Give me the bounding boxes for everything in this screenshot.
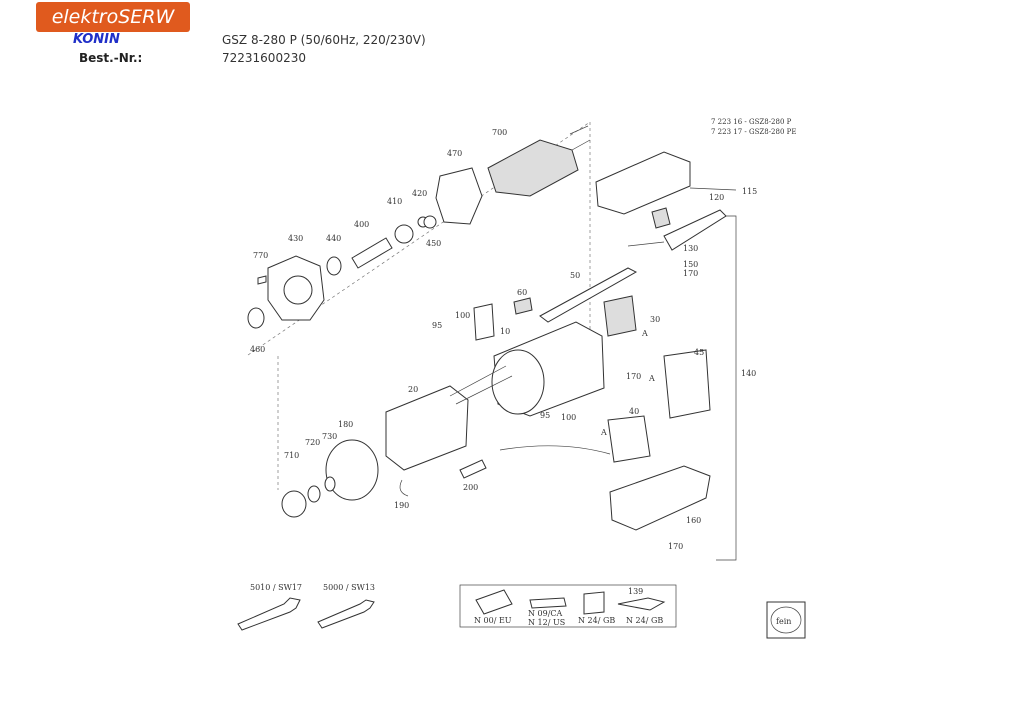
wrench-label-sw13: 5000 / SW13	[323, 583, 375, 592]
wrench-label-sw17: 5010 / SW17	[250, 583, 302, 592]
part-label-45: 45	[694, 348, 704, 357]
part-label-150: 150	[683, 260, 698, 269]
plug-label-n12: N 12/ US	[528, 618, 565, 627]
screw-770-part	[257, 275, 267, 285]
part-label-100-a: 100	[455, 311, 470, 320]
part-label-170-a: 170	[683, 269, 698, 278]
part-label-170-c: 170	[668, 542, 683, 551]
part-label-40: 40	[629, 407, 639, 416]
fan-guide-180-part	[325, 439, 379, 501]
cable-connection-wire	[499, 445, 611, 455]
part-label-730: 730	[322, 432, 337, 441]
nut-460-part	[247, 307, 265, 329]
part-label-700: 700	[492, 128, 507, 137]
part-label-420: 420	[412, 189, 427, 198]
part-label-a-3: A	[600, 428, 607, 437]
seal-440-part	[326, 256, 342, 276]
switch-45-part	[663, 349, 711, 419]
part-label-180: 180	[338, 420, 353, 429]
handle-160-part	[609, 465, 711, 531]
part-label-440: 440	[326, 234, 341, 243]
fein-logo-icon	[766, 601, 806, 639]
wrench-sw17-icon	[237, 597, 301, 631]
part-label-60: 60	[517, 288, 527, 297]
part-label-50: 50	[570, 271, 580, 280]
model-title: GSZ 8-280 P (50/60Hz, 220/230V)	[222, 33, 426, 47]
part-label-450: 450	[426, 239, 441, 248]
power-plug-box	[459, 584, 677, 628]
cable-130-wire	[627, 241, 665, 247]
part-label-130: 130	[683, 244, 698, 253]
switch-rod-50-part	[539, 267, 638, 323]
cover-115-part	[595, 151, 691, 215]
part-label-100-b: 100	[561, 413, 576, 422]
electronics-30-part	[603, 295, 637, 337]
part-label-95-a: 95	[432, 321, 442, 330]
best-nr-label: Best.-Nr.:	[79, 51, 143, 65]
part-label-115: 115	[742, 187, 757, 196]
ring-720-part	[307, 485, 321, 503]
gear-housing-part	[267, 255, 325, 321]
part-label-410: 410	[387, 197, 402, 206]
bush-730-part	[324, 476, 336, 492]
logo-city: KONIN	[73, 32, 120, 47]
wire-190-part	[399, 479, 409, 497]
part-label-10: 10	[500, 327, 510, 336]
motor-housing-10-part	[491, 321, 605, 417]
brush-60-part	[513, 297, 533, 315]
part-label-190: 190	[394, 501, 409, 510]
plug-label-n09: N 09/CA	[528, 609, 563, 618]
part-label-770: 770	[253, 251, 268, 260]
cover-115-leader	[689, 187, 737, 191]
assembly-140-bracket	[716, 215, 737, 561]
plug-label-139: 139	[628, 587, 643, 596]
cylinder-200-part	[459, 459, 487, 479]
part-label-140: 140	[741, 369, 756, 378]
bearing-plate-part	[435, 167, 483, 225]
clamp-120-part	[651, 207, 671, 229]
part-label-30: 30	[650, 315, 660, 324]
part-label-160: 160	[686, 516, 701, 525]
spindle-part	[351, 237, 393, 269]
part-label-120: 120	[709, 193, 724, 202]
bearing-710-part	[281, 490, 307, 518]
part-label-710: 710	[284, 451, 299, 460]
part-label-200: 200	[463, 483, 478, 492]
plug-label-n24-b: N 24/ GB	[626, 616, 663, 625]
best-nr-value: 72231600230	[222, 51, 306, 65]
plug-eu-icon	[475, 589, 513, 615]
armature-part	[487, 125, 591, 197]
reference-numbers: 7 223 16 - GSZ8-280 P 7 223 17 - GSZ8-28…	[711, 117, 796, 137]
stator-20-part	[385, 365, 513, 471]
plug-label-n24-a: N 24/ GB	[578, 616, 615, 625]
bearing-410-part	[394, 224, 414, 244]
plug-gb-cable-icon	[617, 597, 666, 611]
part-label-20: 20	[408, 385, 418, 394]
part-label-460: 460	[250, 345, 265, 354]
fein-logo-text: fein	[776, 617, 791, 626]
ref-line-2: 7 223 17 - GSZ8-280 PE	[711, 128, 797, 136]
part-label-720: 720	[305, 438, 320, 447]
ref-line-1: 7 223 16 - GSZ8-280 P	[711, 118, 792, 126]
part-label-a-2: A	[648, 374, 655, 383]
brush-holder-95-top	[473, 303, 495, 341]
part-label-400: 400	[354, 220, 369, 229]
module-40-part	[607, 415, 651, 463]
plug-gb-icon	[583, 591, 605, 615]
part-label-430: 430	[288, 234, 303, 243]
part-label-a-1: A	[641, 329, 648, 338]
wrench-sw13-icon	[317, 599, 375, 629]
elektroserw-logo: elektroSERW	[36, 2, 190, 32]
logo-text: elektroSERW	[51, 6, 175, 28]
plug-label-n00: N 00/ EU	[474, 616, 512, 625]
part-label-95-b: 95	[540, 411, 550, 420]
plug-ca-us-icon	[529, 597, 567, 609]
ring-450-part	[423, 215, 437, 229]
part-label-470: 470	[447, 149, 462, 158]
part-label-170-b: 170	[626, 372, 641, 381]
